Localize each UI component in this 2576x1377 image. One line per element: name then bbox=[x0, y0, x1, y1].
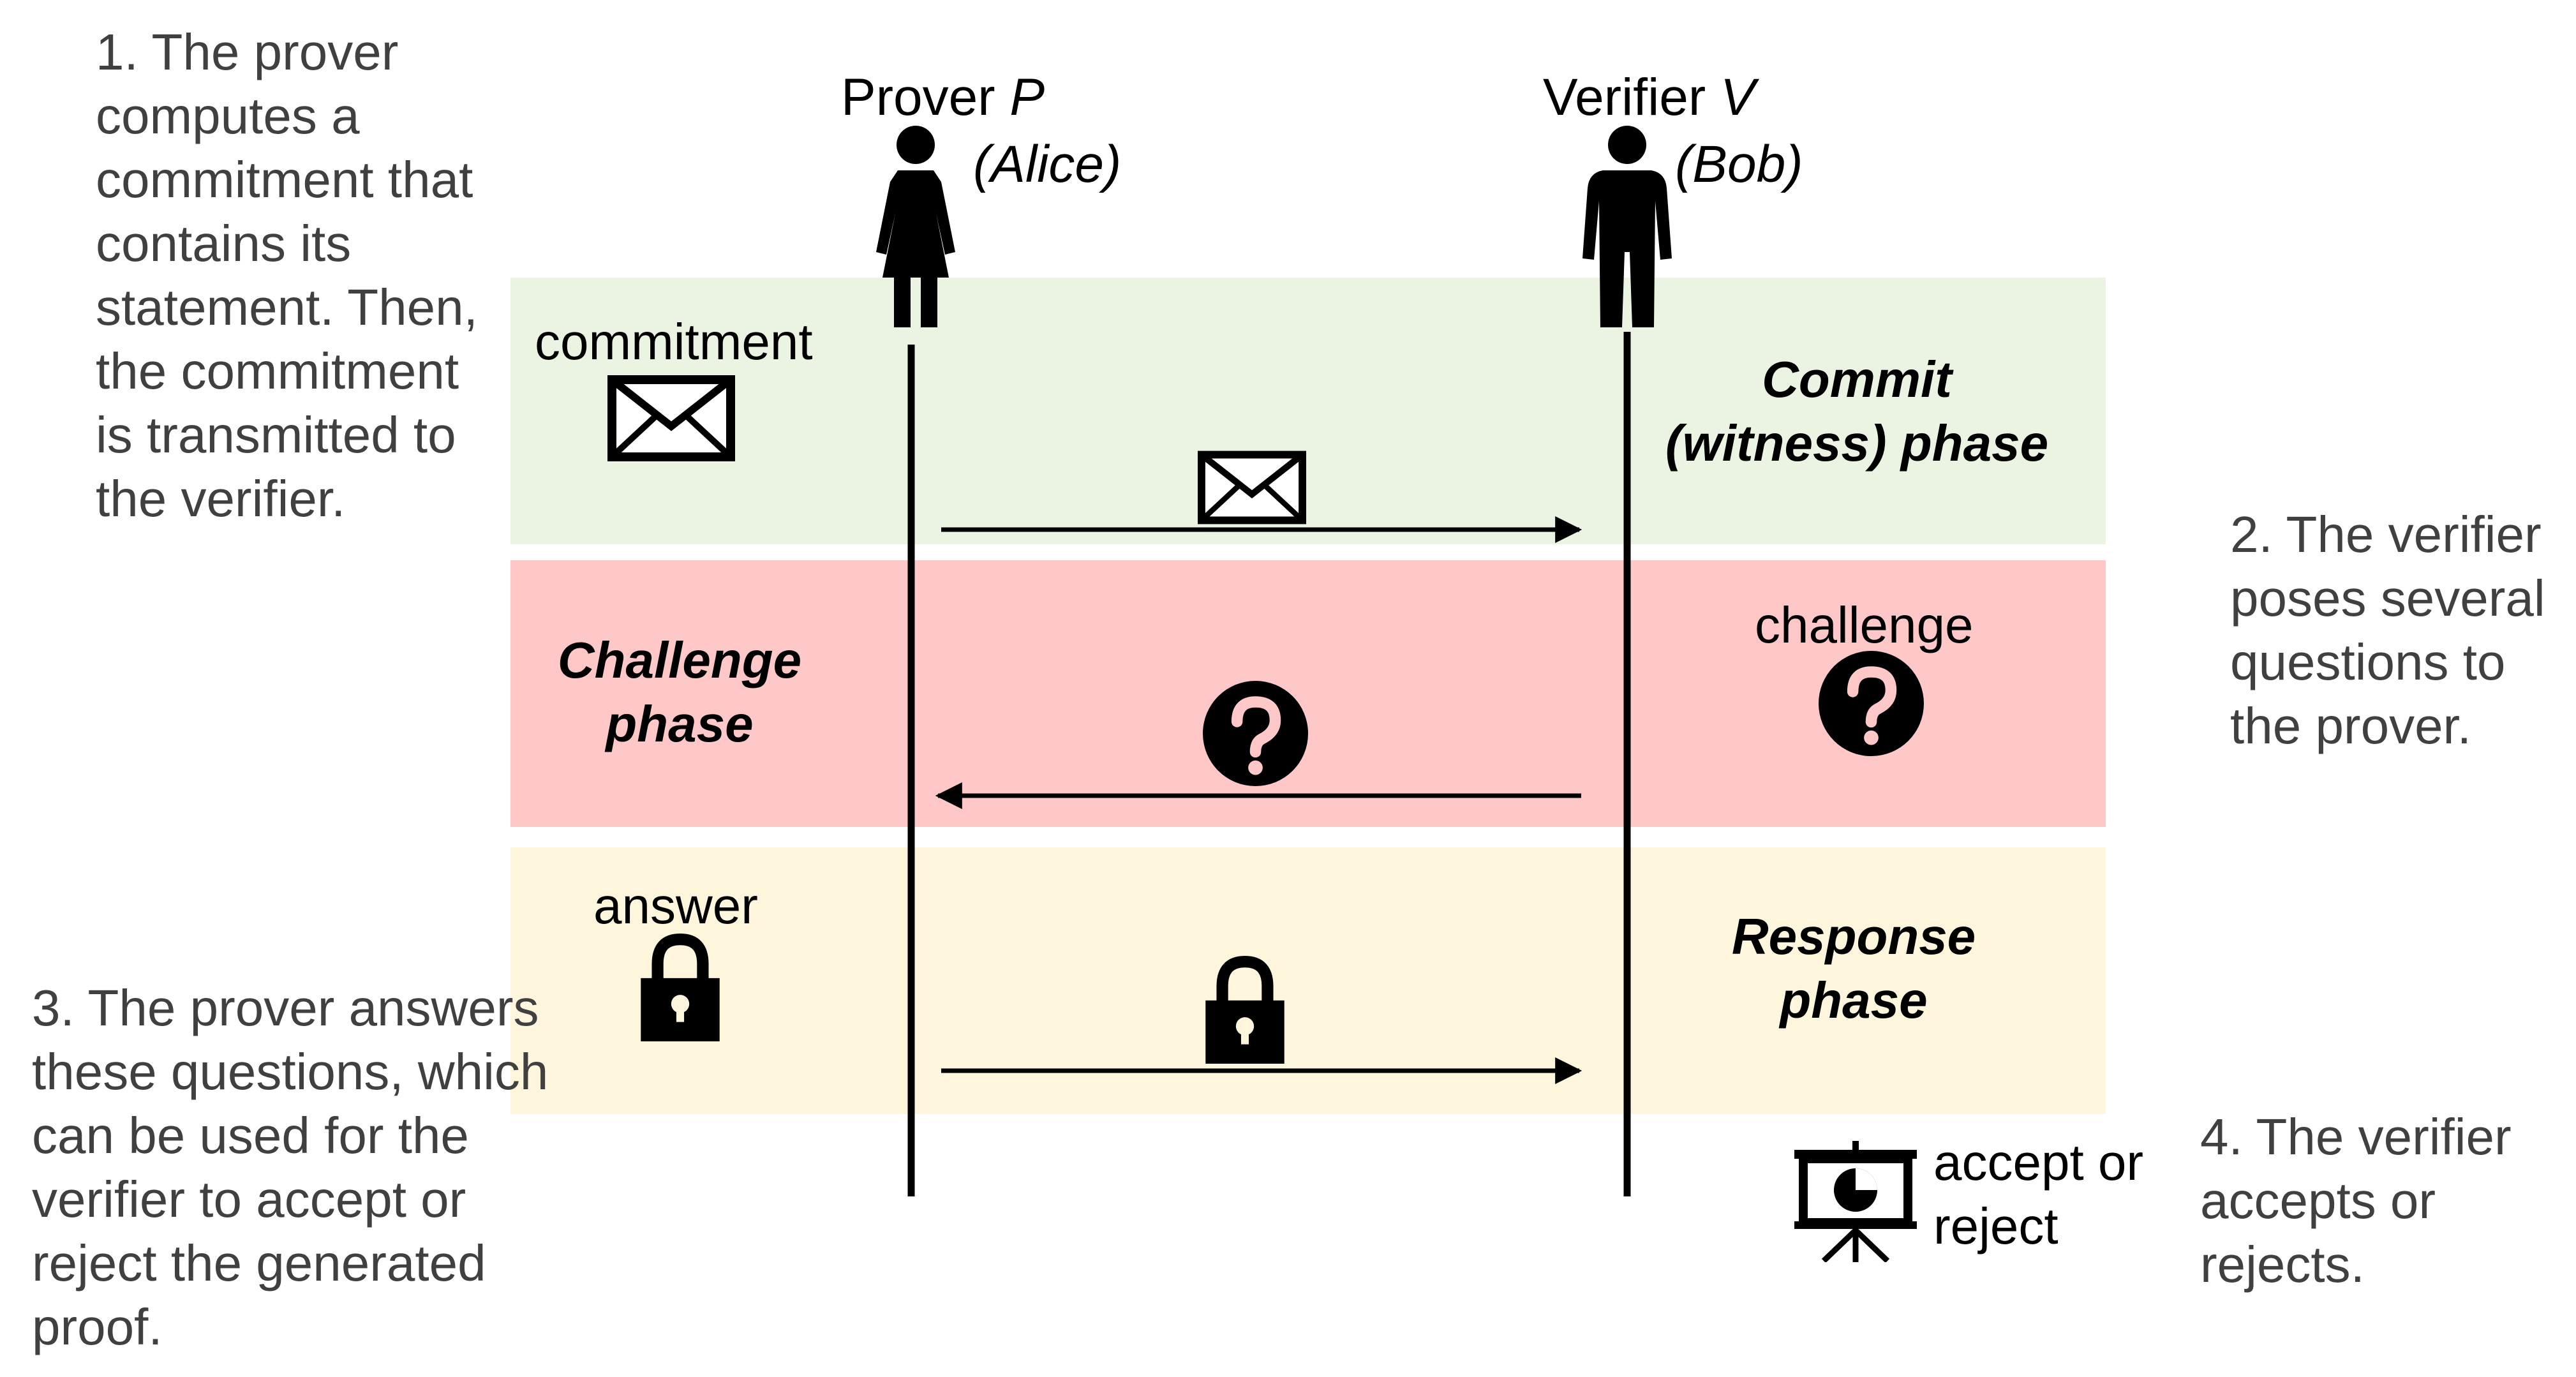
verifier-alias: (Bob) bbox=[1675, 135, 1803, 193]
step4-line: 4. The verifier bbox=[2200, 1108, 2512, 1165]
commit-phase-title-line1: Commit bbox=[1762, 351, 1952, 408]
verifier-name: Verifier bbox=[1543, 68, 1720, 126]
step1-note: 1. The prover computes a commitment that… bbox=[96, 20, 478, 531]
question-circle-icon bbox=[1819, 651, 1924, 756]
prover-title: Prover P bbox=[841, 67, 1045, 128]
step2-line: questions to bbox=[2230, 634, 2506, 690]
step1-line: statement. Then, bbox=[96, 279, 478, 336]
step1-line: commitment that bbox=[96, 151, 473, 208]
prover-alias: (Alice) bbox=[973, 135, 1122, 193]
response-phase-title-line1: Response bbox=[1731, 908, 1976, 965]
step3-line: reject the generated bbox=[32, 1235, 486, 1291]
prover-symbol: P bbox=[1009, 68, 1045, 126]
answer-label: answer bbox=[593, 877, 758, 934]
step4-line: accepts or bbox=[2200, 1172, 2436, 1229]
step1-line: is transmitted to bbox=[96, 406, 456, 463]
step2-line: the prover. bbox=[2230, 697, 2472, 754]
woman-icon bbox=[876, 126, 955, 327]
response-phase-title-line2: phase bbox=[1780, 972, 1928, 1029]
step2-note: 2. The verifier poses several questions … bbox=[2230, 503, 2545, 758]
step3-line: verifier to accept or bbox=[32, 1171, 466, 1228]
accept-reject-line2: reject bbox=[1933, 1198, 2059, 1254]
step2-line: 2. The verifier bbox=[2230, 506, 2542, 563]
padlock-message-icon bbox=[1205, 956, 1284, 1064]
verifier-title: Verifier V bbox=[1543, 67, 1755, 128]
accept-reject-label: accept or reject bbox=[1933, 1131, 2143, 1258]
step1-line: contains its bbox=[96, 215, 352, 272]
step3-line: these questions, which bbox=[32, 1043, 549, 1100]
step2-line: poses several bbox=[2230, 570, 2545, 627]
presentation-board-icon bbox=[1794, 1141, 1917, 1262]
step3-note: 3. The prover answers these questions, w… bbox=[32, 976, 548, 1359]
man-icon bbox=[1582, 126, 1672, 327]
accept-reject-line1: accept or bbox=[1933, 1134, 2144, 1191]
challenge-phase-title-line2: phase bbox=[606, 696, 754, 752]
verifier-symbol: V bbox=[1720, 68, 1755, 126]
challenge-phase-title-line1: Challenge bbox=[557, 632, 802, 688]
step3-line: proof. bbox=[32, 1299, 163, 1355]
envelope-message-icon bbox=[1198, 450, 1306, 525]
commit-phase-title-line2: (witness) phase bbox=[1665, 415, 2049, 472]
step4-line: rejects. bbox=[2200, 1236, 2365, 1293]
challenge-label: challenge bbox=[1755, 597, 1974, 653]
step1-line: the commitment bbox=[96, 343, 459, 399]
challenge-phase-title: Challenge phase bbox=[517, 629, 842, 756]
response-phase-title: Response phase bbox=[1678, 905, 2029, 1032]
padlock-icon bbox=[641, 934, 720, 1041]
commitment-label: commitment bbox=[535, 313, 813, 370]
commit-phase-title: Commit (witness) phase bbox=[1634, 348, 2080, 475]
prover-name: Prover bbox=[841, 68, 1010, 126]
step1-line: 1. The prover bbox=[96, 24, 399, 80]
step1-line: computes a bbox=[96, 87, 360, 144]
step3-line: 3. The prover answers bbox=[32, 979, 539, 1036]
commit-phase-band bbox=[510, 278, 2106, 544]
step4-note: 4. The verifier accepts or rejects. bbox=[2200, 1105, 2512, 1297]
step3-line: can be used for the bbox=[32, 1107, 469, 1164]
question-message-icon bbox=[1203, 681, 1308, 786]
step1-line: the verifier. bbox=[96, 470, 346, 527]
envelope-icon bbox=[607, 375, 735, 461]
